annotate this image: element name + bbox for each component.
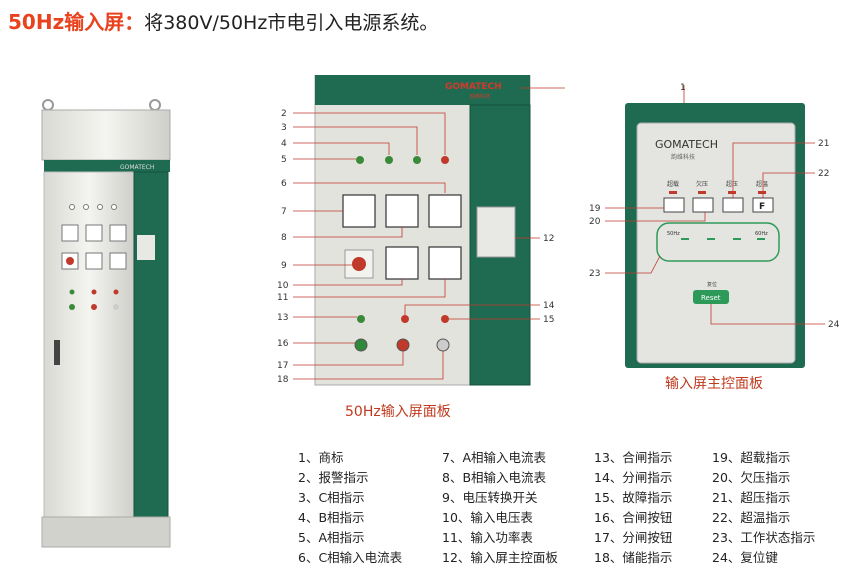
callout-22: 22 [818,169,829,179]
legend-item: 5、A相指示 [298,530,365,545]
control-brand-sub: 韵维科技 [671,153,695,161]
reset-caption: 复位 [707,281,717,288]
cabinet-photo: GOMATECH [41,99,171,548]
legend-item: 12、输入屏主控面板 [442,550,558,565]
legend-item: 18、储能指示 [594,550,673,565]
title-heading: 50Hz输入屏： [8,10,145,34]
label-overvolt: 超压 [726,180,738,188]
control-brand: GOMATECH [655,138,718,151]
page-title: 50Hz输入屏：将380V/50Hz市电引入电源系统。 [8,6,438,35]
callout-2: 2 [281,109,287,119]
control-panel-photo: 1 GOMATECH 韵维科技 超载 欠压 超压 超温 F 50Hz 60Hz … [589,83,840,368]
callout-24: 24 [828,320,840,330]
callout-10: 10 [277,281,289,291]
label-60hz: 60Hz [755,231,768,237]
callout-18: 18 [277,375,289,385]
legend-item: 14、分闸指示 [594,470,673,485]
legend-col-4: 19、超载指示 20、欠压指示 21、超压指示 22、超温指示 23、工作状态指… [712,448,815,568]
legend-item: 20、欠压指示 [712,470,791,485]
legend-item: 8、B相输入电流表 [442,470,547,485]
callout-5: 5 [281,155,287,165]
legend-item: 3、C相指示 [298,490,365,505]
callout-23: 23 [589,269,600,279]
legend-col-3: 13、合闸指示 14、分闸指示 15、故障指示 16、合闸按钮 17、分闸按钮 … [594,448,672,568]
callout-21: 21 [818,139,829,149]
legend-col-1: 1、商标 2、报警指示 3、C相指示 4、B相指示 5、A相指示 6、C相输入电… [298,448,402,568]
legend-item: 21、超压指示 [712,490,791,505]
callout-6: 6 [281,179,287,189]
panel-face-photo: GOMATECH 韵维科技 2 3 4 5 6 7 8 9 1 [277,75,565,386]
callout-20: 20 [589,217,601,227]
reset-key-label: Reset [701,294,721,302]
callout-13: 13 [277,313,288,323]
legend-item: 17、分闸按钮 [594,530,673,545]
callout-19: 19 [589,204,601,214]
legend-item: 22、超温指示 [712,510,791,525]
callout-14: 14 [543,301,555,311]
callout-3: 3 [281,123,287,133]
reset-key[interactable] [693,290,729,304]
legend-item: 23、工作状态指示 [712,530,816,545]
label-undervolt: 欠压 [696,180,708,188]
callout-16: 16 [277,339,289,349]
legend-item: 24、复位键 [712,550,778,565]
callout-12: 12 [543,234,554,244]
callout-7: 7 [281,207,287,217]
label-overtemp: 超温 [756,180,768,188]
callout-11: 11 [277,293,288,303]
legend-item: 11、输入功率表 [442,530,533,545]
label-overload: 超载 [667,180,679,188]
panel-brand: GOMATECH [445,82,502,92]
title-description: 将380V/50Hz市电引入电源系统。 [144,12,439,34]
callout-4: 4 [281,139,287,149]
legend-item: 6、C相输入电流表 [298,550,403,565]
callout-8: 8 [281,233,287,243]
panel-brand-sub: 韵维科技 [470,93,490,100]
callout-1: 1 [680,83,686,93]
legend-item: 10、输入电压表 [442,510,533,525]
callout-17: 17 [277,361,288,371]
legend-item: 16、合闸按钮 [594,510,673,525]
control-panel-caption: 输入屏主控面板 [665,376,763,392]
legend-item: 7、A相输入电流表 [442,450,547,465]
legend-item: 9、电压转换开关 [442,490,538,505]
legend-item: 19、超载指示 [712,450,791,465]
legend-item: 2、报警指示 [298,470,369,485]
svg-text:F: F [759,202,765,212]
callout-9: 9 [281,261,287,271]
svg-text:GOMATECH: GOMATECH [120,164,154,171]
legend-item: 15、故障指示 [594,490,673,505]
panel-face-caption: 50Hz输入屏面板 [345,404,451,420]
legend-item: 13、合闸指示 [594,450,673,465]
legend-col-2: 7、A相输入电流表 8、B相输入电流表 9、电压转换开关 10、输入电压表 11… [442,448,558,568]
label-50hz: 50Hz [667,231,680,237]
callout-15: 15 [543,315,554,325]
legend-item: 1、商标 [298,450,344,465]
legend-item: 4、B相指示 [298,510,365,525]
